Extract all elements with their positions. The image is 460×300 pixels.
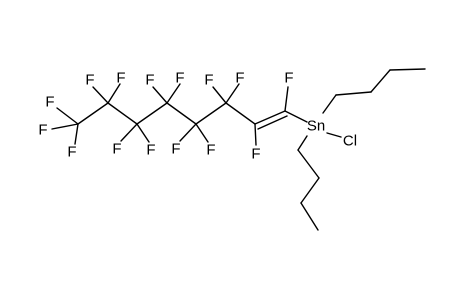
bond-sn-lower-butyl xyxy=(297,135,308,151)
bond-sn-upper-butyl xyxy=(322,94,337,114)
bond-c5-f-left xyxy=(152,86,168,104)
bond-c4-c3 xyxy=(195,102,227,125)
bond-c6-c5 xyxy=(136,102,168,125)
bond-c7-f-left xyxy=(92,86,109,104)
c7-fluorine-left: F xyxy=(85,72,94,89)
c7-fluorine-right: F xyxy=(116,70,125,87)
c1-vinyl-fluorine: F xyxy=(284,70,293,87)
c5-fluorine-left: F xyxy=(145,72,154,89)
c6-fluorine-left: F xyxy=(112,141,121,158)
bond-c7-f-right xyxy=(107,83,121,104)
bond-c4-f-right xyxy=(195,123,209,143)
bond-cf3-f-bottom xyxy=(74,123,79,145)
bond-sn-cl xyxy=(326,132,342,138)
c2-vinyl-fluorine: F xyxy=(251,146,260,163)
upper-butyl-c1-c2 xyxy=(335,91,372,96)
bond-c3-c2 xyxy=(225,102,256,125)
bond-c5-c4 xyxy=(166,102,197,125)
lower-butyl-c2-c3 xyxy=(300,177,320,204)
c5-fluorine-right: F xyxy=(175,70,184,87)
upper-butyl-c2-c3 xyxy=(370,69,391,93)
c6-fluorine-right: F xyxy=(146,142,155,159)
cf3-fluorine-left: F xyxy=(38,122,47,139)
lower-butyl-c1-c2 xyxy=(297,149,320,179)
c3-fluorine-left: F xyxy=(204,72,213,89)
chlorine-atom-label: Cl xyxy=(343,133,357,150)
lower-butyl-c3-c4 xyxy=(300,202,319,231)
bond-c5-f-right xyxy=(166,83,181,104)
bond-cf3-f-top xyxy=(56,107,79,125)
bond-c6-f-right xyxy=(136,123,150,143)
tin-atom-label: Sn xyxy=(307,118,325,135)
bond-c1-f xyxy=(284,86,289,112)
bond-c3-f-left xyxy=(212,86,227,104)
upper-butyl-c3-c4 xyxy=(389,68,426,71)
atom-labels: F F F F F F F F F F F F F F F Sn Cl xyxy=(38,70,357,163)
bond-c2-f xyxy=(254,123,257,146)
bond-c8-c7 xyxy=(77,102,109,125)
bond-c7-c6 xyxy=(107,102,138,125)
bond-c2-c1-double-outer xyxy=(254,110,286,125)
bond-lines xyxy=(51,68,426,231)
bond-c4-f-left xyxy=(179,123,197,142)
bond-cf3-f-left xyxy=(51,123,79,130)
bond-c3-f-right xyxy=(225,83,240,104)
c4-fluorine-left: F xyxy=(171,141,180,158)
cf3-fluorine-bottom: F xyxy=(67,144,76,161)
c4-fluorine-right: F xyxy=(206,142,215,159)
cf3-fluorine-top: F xyxy=(45,94,54,111)
bond-c1-sn xyxy=(284,110,308,123)
bond-c2-c1-double-inner xyxy=(257,115,288,130)
bond-c6-f-left xyxy=(120,123,138,142)
c3-fluorine-right: F xyxy=(235,70,244,87)
